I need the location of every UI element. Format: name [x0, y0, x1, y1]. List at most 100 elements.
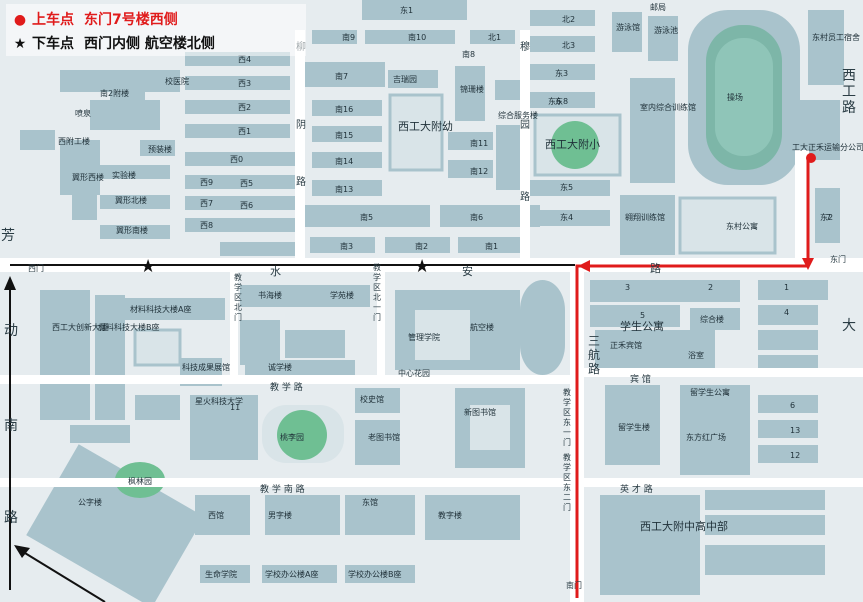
- building-label: 南5: [360, 212, 373, 222]
- building-label: 西附工楼: [58, 136, 90, 146]
- building-label: 南2附楼: [100, 88, 129, 98]
- building-label: 翼形西楼: [72, 172, 104, 182]
- building-label: 翱翔训练馆: [625, 212, 665, 222]
- teach-east-two-gate-label: 教学区东二门: [563, 452, 571, 512]
- building-label: 西8: [200, 221, 213, 230]
- building-label: 东4: [560, 212, 573, 222]
- pickup-label: 上车点: [32, 12, 74, 28]
- building-label: 综合楼: [700, 314, 724, 324]
- building-label: 学生公寓: [620, 319, 664, 333]
- building-label: 南16: [335, 104, 353, 114]
- building-label: 老图书馆: [368, 432, 400, 442]
- building-label: 东2: [820, 212, 833, 222]
- label-jiaoxue: 教 学 南 路: [260, 483, 305, 495]
- building-label: 东6: [548, 96, 561, 106]
- dropoff-label: 下车点: [32, 36, 74, 52]
- route-arrow-left: [578, 260, 590, 272]
- building-label: 南11: [470, 138, 488, 148]
- building-label: 西6: [240, 201, 253, 210]
- building-label: 12: [790, 451, 800, 460]
- building-label: 实验楼: [112, 170, 136, 180]
- map-labels: 西门 东门 南门 中心花园 教 学 南 路 教 学 路 英 才 路 宾 馆 路 …: [1, 227, 856, 590]
- building-label: 校医院: [165, 76, 189, 86]
- building-label: 吉瑞园: [393, 74, 417, 84]
- building-label: 东村员工宿舍: [812, 32, 860, 42]
- building-label: 7: [826, 213, 831, 222]
- building-label: 东5: [560, 182, 573, 192]
- building-label: 东8: [555, 96, 568, 106]
- building-label: 南15: [335, 130, 353, 140]
- legend-pickup: ● 上车点东门7号楼西侧: [12, 9, 178, 29]
- left-arrow-head: [4, 276, 16, 290]
- label-left-nan: 南: [4, 418, 18, 434]
- sanhang-road-label: 三航路: [588, 334, 600, 376]
- building-label: 锦珊楼: [460, 84, 484, 94]
- building-label: 1: [784, 283, 789, 292]
- south-campus: [26, 280, 828, 602]
- building-label: 邮局: [650, 2, 666, 12]
- building-label: 预装楼: [148, 144, 172, 154]
- building-label: 管理学院: [408, 332, 440, 342]
- building-label: 东村公寓: [726, 221, 758, 231]
- building-label: 室内综合训练馆: [640, 102, 696, 112]
- building-label: 13: [790, 426, 800, 435]
- building-label: 西9: [200, 178, 213, 187]
- building-label: 西7: [200, 199, 213, 208]
- building-label: 西0: [230, 155, 243, 164]
- teach-east-one-gate-label: 教学区东一门: [563, 387, 571, 447]
- label-dongmen: 东门: [830, 254, 846, 264]
- building-label: 留学生楼: [618, 422, 650, 432]
- route-arrow-down: [802, 258, 814, 270]
- building-label: 男字楼: [268, 510, 292, 520]
- building-label: 北2: [562, 15, 575, 24]
- dropoff-star-2[interactable]: ★: [414, 256, 430, 277]
- building-label: 西工大附幼: [398, 119, 453, 133]
- building-label: 西2: [238, 103, 251, 112]
- pickup-dot[interactable]: [806, 153, 816, 163]
- label-east-dai: 大: [842, 318, 856, 334]
- vertical-labels: 教学区北门教学区北一门教学区东一门教学区东二门三航路西工路柳阴路穆园路: [234, 40, 856, 512]
- building-label: 南3: [340, 241, 353, 251]
- building-label: 3: [625, 283, 630, 292]
- label-yingcai: 英 才 路: [620, 483, 653, 495]
- building-label: 工大正禾运输分公司: [792, 142, 863, 152]
- building-label: 东馆: [362, 497, 378, 507]
- building-label: 南14: [335, 156, 353, 166]
- dropoff-legend-star-icon: ★: [13, 36, 27, 52]
- building-label: 南9: [342, 32, 355, 42]
- dropoff-star-1[interactable]: ★: [140, 256, 156, 277]
- building-label: 公字楼: [78, 497, 102, 507]
- pickup-place: 东门7号楼西侧: [84, 12, 178, 28]
- mu-label: 穆: [520, 40, 530, 53]
- building-label: 南10: [408, 32, 426, 42]
- building-label: 西馆: [208, 510, 224, 520]
- label-main-an: 安: [462, 264, 473, 278]
- diagonal-arrow-head: [14, 545, 30, 558]
- label-main-lu: 路: [650, 262, 661, 275]
- label-jiaoxue2: 教 学 路: [270, 381, 303, 393]
- building-label: 南12: [470, 166, 488, 176]
- diagonal-arrow-line: [19, 549, 106, 602]
- dropoff-place: 西门内侧 航空楼北侧: [84, 36, 215, 52]
- building-label: 新图书馆: [464, 407, 496, 417]
- building-label: 学苑楼: [330, 290, 354, 300]
- route-path: [575, 160, 810, 598]
- building-label: 南2: [415, 241, 428, 251]
- building-label: 北1: [488, 33, 501, 42]
- label-left-lu: 路: [4, 510, 18, 526]
- legend-dropoff: ★ 下车点西门内侧 航空楼北侧: [12, 33, 215, 53]
- east-road-label: 西工路: [842, 68, 856, 116]
- building-label: 星火科技大学: [195, 396, 243, 406]
- route-line: [575, 160, 814, 598]
- building-label: 南8: [462, 49, 475, 59]
- north-campus: [20, 0, 844, 256]
- building-label: 桃李园: [280, 432, 304, 442]
- label-bingnan: 宾 馆: [630, 373, 651, 385]
- building-label: 正禾宾馆: [610, 340, 642, 350]
- building-label: 游泳馆: [616, 22, 640, 32]
- building-label: 航空楼: [470, 322, 494, 332]
- pickup-legend-dot-icon: ●: [13, 12, 27, 28]
